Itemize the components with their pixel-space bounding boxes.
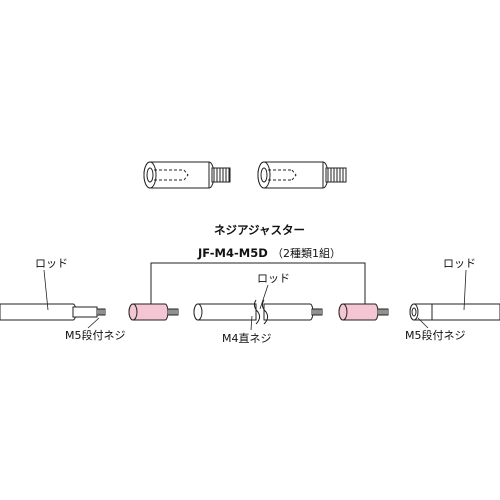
product-model: JF-M4-M5D (197, 246, 268, 260)
label-rod-right: ロッド (443, 257, 476, 270)
leader-lines (43, 269, 467, 331)
top-adjuster-left (143, 161, 231, 189)
top-adjuster-right (257, 161, 347, 189)
label-thread-m5-left: M5段付ネジ (65, 328, 126, 342)
bracket-line (150, 262, 366, 305)
label-rod-left: ロッド (35, 257, 68, 270)
product-name: ネジアジャスター (214, 223, 305, 237)
center-rod (193, 299, 323, 325)
label-thread-m4-center: M4直ネジ (222, 331, 272, 345)
label-thread-m5-right: M5段付ネジ (405, 328, 466, 342)
left-adjuster (128, 303, 179, 321)
right-adjuster (338, 303, 389, 321)
left-rod (0, 303, 106, 321)
right-rod (409, 303, 500, 321)
product-spec: （2種類1組） (272, 246, 341, 260)
label-rod-center: ロッド (257, 272, 290, 285)
